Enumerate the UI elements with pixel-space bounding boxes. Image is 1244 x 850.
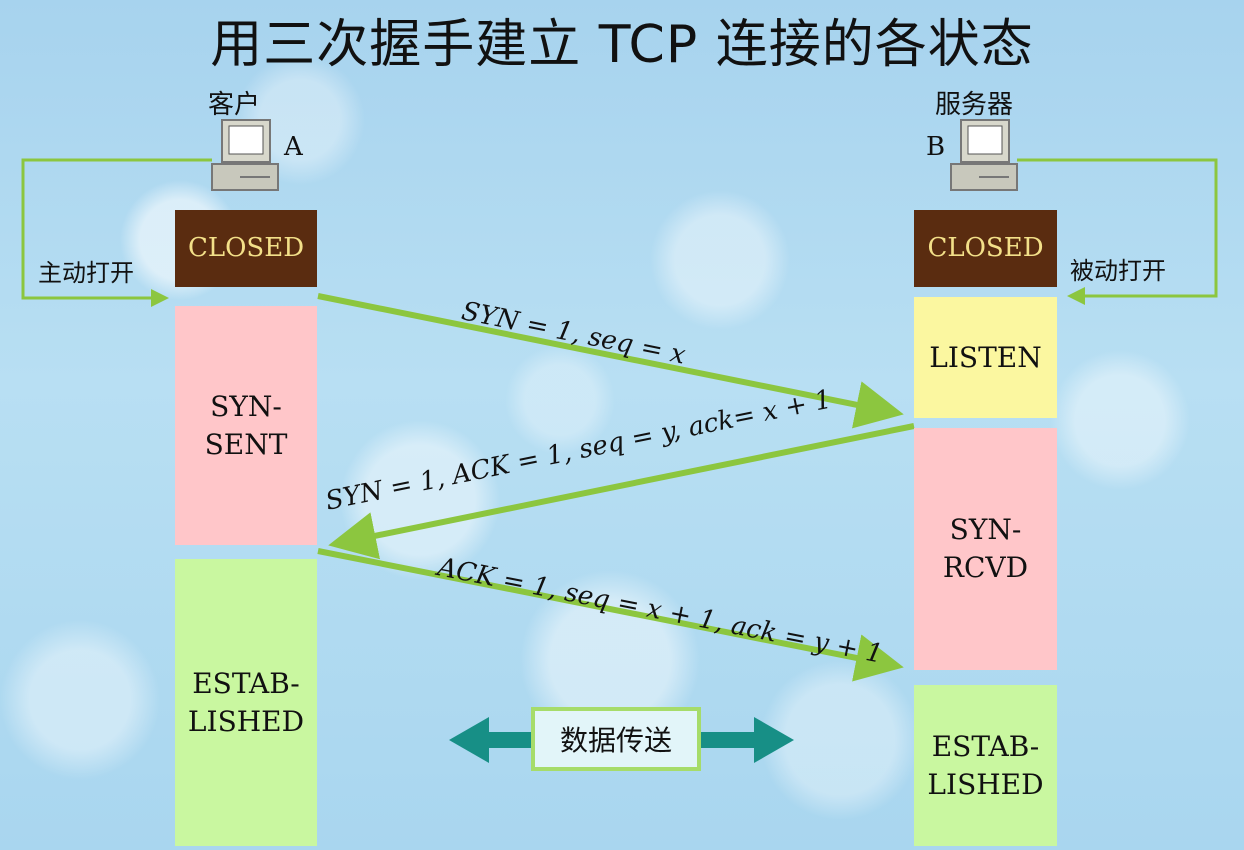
server-computer-icon (950, 119, 1018, 191)
syn-ack-arrow (328, 423, 915, 560)
server-letter: B (926, 132, 946, 162)
client-letter: A (284, 132, 303, 162)
server-state-established: ESTAB- LISHED (914, 685, 1057, 846)
client-label: 客户 (208, 90, 261, 120)
passive-open-label: 被动打开 (1070, 257, 1166, 285)
syn-arrow (317, 293, 904, 429)
data-transfer-arrow (449, 717, 794, 763)
client-state-established: ESTAB- LISHED (175, 559, 317, 846)
active-open-line (21, 158, 212, 307)
server-state-closed: CLOSED (914, 210, 1057, 287)
active-open-label: 主动打开 (38, 259, 134, 287)
client-state-syn-sent: SYN- SENT (175, 306, 317, 545)
client-state-closed: CLOSED (175, 210, 317, 287)
server-label: 服务器 (935, 90, 1014, 120)
server-state-syn-rcvd: SYN- RCVD (914, 428, 1057, 670)
ack-arrow (317, 548, 904, 682)
data-transfer-label: 数据传送 (531, 707, 701, 771)
passive-open-line (1017, 158, 1218, 305)
page-title: 用三次握手建立 TCP 连接的各状态 (210, 15, 1034, 75)
server-state-listen: LISTEN (914, 297, 1057, 418)
client-computer-icon (211, 119, 279, 191)
